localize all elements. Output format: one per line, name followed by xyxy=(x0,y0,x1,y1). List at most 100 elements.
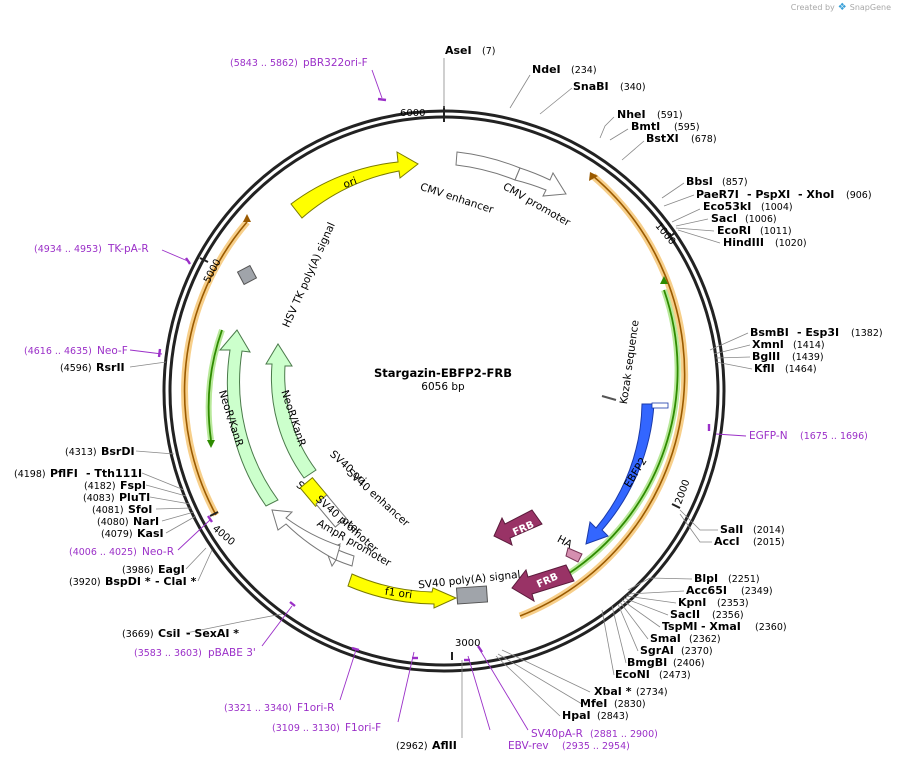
site-acci-pos: (2015) xyxy=(753,537,785,548)
site-sacii: SacII xyxy=(670,608,700,621)
site-tspmi: TspMI xyxy=(662,620,698,633)
green-band-right-core xyxy=(567,289,679,575)
site-fspi: FspI xyxy=(120,479,146,492)
primer-neo-f: Neo-F xyxy=(97,345,128,357)
leader-bstxi xyxy=(621,140,645,161)
site-saci-pos: (1006) xyxy=(745,214,777,225)
ori-arrow xyxy=(290,151,419,219)
site-bsrdi: BsrDI xyxy=(101,445,135,458)
primer-pbr322ori-f: pBR322ori-F xyxy=(303,57,368,69)
leader-bglii xyxy=(715,356,751,359)
site-bmgbi-pos: (2406) xyxy=(673,658,705,669)
site-paer7i: PaeR7I xyxy=(696,188,739,201)
orange-band-top-right-core xyxy=(519,175,686,617)
leader-eagi xyxy=(185,547,207,570)
primer-tk-pa-r: TK-pA-R xyxy=(107,243,149,255)
leader-egfp-n xyxy=(715,433,747,437)
cmv-promoter-arrow xyxy=(514,167,567,197)
tick-marks xyxy=(199,106,681,660)
site-sexai: - SexAI * xyxy=(186,627,239,640)
site-bsrdi-pos: (4313) xyxy=(65,447,97,458)
primer-pbabe: pBABE 3' xyxy=(208,647,256,659)
site-bsmbi: BsmBI xyxy=(750,326,789,339)
leader-bsrdi xyxy=(135,450,175,455)
green-band-right-arrowhead xyxy=(660,276,668,284)
site-pluti-pos: (4083) xyxy=(83,493,115,504)
tick-label-3000: 3000 xyxy=(455,638,480,649)
primer-pbr322ori-f-pos: (5843 .. 5862) xyxy=(230,58,298,69)
site-kpni: KpnI xyxy=(678,596,706,609)
primer-egfp-n-pos: (1675 .. 1696) xyxy=(800,431,868,442)
site-bbsi-pos: (857) xyxy=(722,177,748,188)
f1-ori-arrow xyxy=(347,573,458,609)
leader-kpni xyxy=(625,595,677,604)
mark-f1ori-r xyxy=(351,646,360,652)
site-clai: - ClaI * xyxy=(155,575,197,588)
site-fspi-pos: (4182) xyxy=(84,481,116,492)
site-esp3i-pos: (1382) xyxy=(851,328,883,339)
primer-tk-pa-r-pos: (4934 .. 4953) xyxy=(34,244,102,255)
leader-csii xyxy=(185,613,283,634)
site-rsrii-pos: (4596) xyxy=(60,363,92,374)
site-leaders xyxy=(129,58,753,738)
primer-marks xyxy=(157,97,711,662)
leader-tk-pa-r xyxy=(161,249,191,263)
leader-smai xyxy=(619,601,649,640)
frb-inner-arrow xyxy=(493,509,543,546)
mark-neo-f xyxy=(157,348,162,358)
cmv-enhancer-arrow xyxy=(455,151,521,181)
primer-egfp-n: EGFP-N xyxy=(749,430,788,442)
leader-econi xyxy=(601,609,615,676)
sv40-polya-box xyxy=(455,585,489,605)
leader-pbr322ori-f xyxy=(371,69,383,99)
primer-f1ori-r-pos: (3321 .. 3340) xyxy=(224,703,292,714)
leader-mfei xyxy=(497,653,583,705)
site-xhoi: - XhoI xyxy=(798,188,834,201)
site-csii: CsiI xyxy=(158,627,180,640)
site-xmai-pos: (2360) xyxy=(755,622,787,633)
primer-sv40pa-r-pos: (2881 .. 2900) xyxy=(590,729,658,740)
site-mfei-pos: (2830) xyxy=(614,699,646,710)
f1-ori-label: f1 ori xyxy=(384,586,413,602)
leader-sfoi xyxy=(155,507,193,510)
site-xhoi-pos: (906) xyxy=(846,190,872,201)
leader-tspmi xyxy=(621,599,661,628)
primer-neo-f-pos: (4616 .. 4635) xyxy=(24,346,92,357)
site-sfoi-pos: (4081) xyxy=(92,505,124,516)
leader-ecori xyxy=(675,227,715,232)
primer-f1ori-r: F1ori-R xyxy=(297,702,334,714)
hsv-tk-label: HSV TK poly(A) signal xyxy=(281,221,338,330)
tick-2000 xyxy=(671,503,681,509)
green-band-left-arrowhead xyxy=(207,440,215,448)
site-xbai-pos: (2734) xyxy=(636,687,668,698)
site-bmti-pos: (595) xyxy=(674,122,700,133)
site-bspdi-pos: (3920) xyxy=(69,577,101,588)
leader-f1ori-r xyxy=(339,649,357,701)
site-eagi-pos: (3986) xyxy=(122,565,154,576)
site-esp3i: - Esp3I xyxy=(797,326,839,339)
leader-pbabe xyxy=(261,605,293,647)
leader-eco53ki xyxy=(671,208,701,223)
site-mfei: MfeI xyxy=(580,697,607,710)
site-blpi-pos: (2251) xyxy=(728,574,760,585)
site-sfoi: SfoI xyxy=(128,503,152,516)
primer-ebv-rev: EBV-rev xyxy=(508,740,549,752)
snapgene-brand: Created by ❖ SnapGene xyxy=(791,2,891,13)
kozak-mark xyxy=(601,395,617,401)
tick-label-4000: 4000 xyxy=(210,523,237,548)
green-band-left xyxy=(205,328,225,441)
leader-ebv-rev xyxy=(467,655,491,731)
site-rsrii: RsrII xyxy=(96,361,125,374)
leader-sacii xyxy=(623,597,669,616)
leader-sv40pa-r xyxy=(479,649,529,731)
site-snabi-pos: (340) xyxy=(620,82,646,93)
site-bspdi: BspDI * xyxy=(105,575,151,588)
orange-band-left-core xyxy=(183,221,248,516)
site-acc65i: Acc65I xyxy=(686,584,727,597)
site-smai-pos: (2362) xyxy=(689,634,721,645)
cmv-enhancer-label: CMV enhancer xyxy=(419,181,496,216)
leader-sali xyxy=(679,509,718,531)
tick-label-2000: 2000 xyxy=(674,478,693,506)
site-bstxi-pos: (678) xyxy=(691,134,717,145)
